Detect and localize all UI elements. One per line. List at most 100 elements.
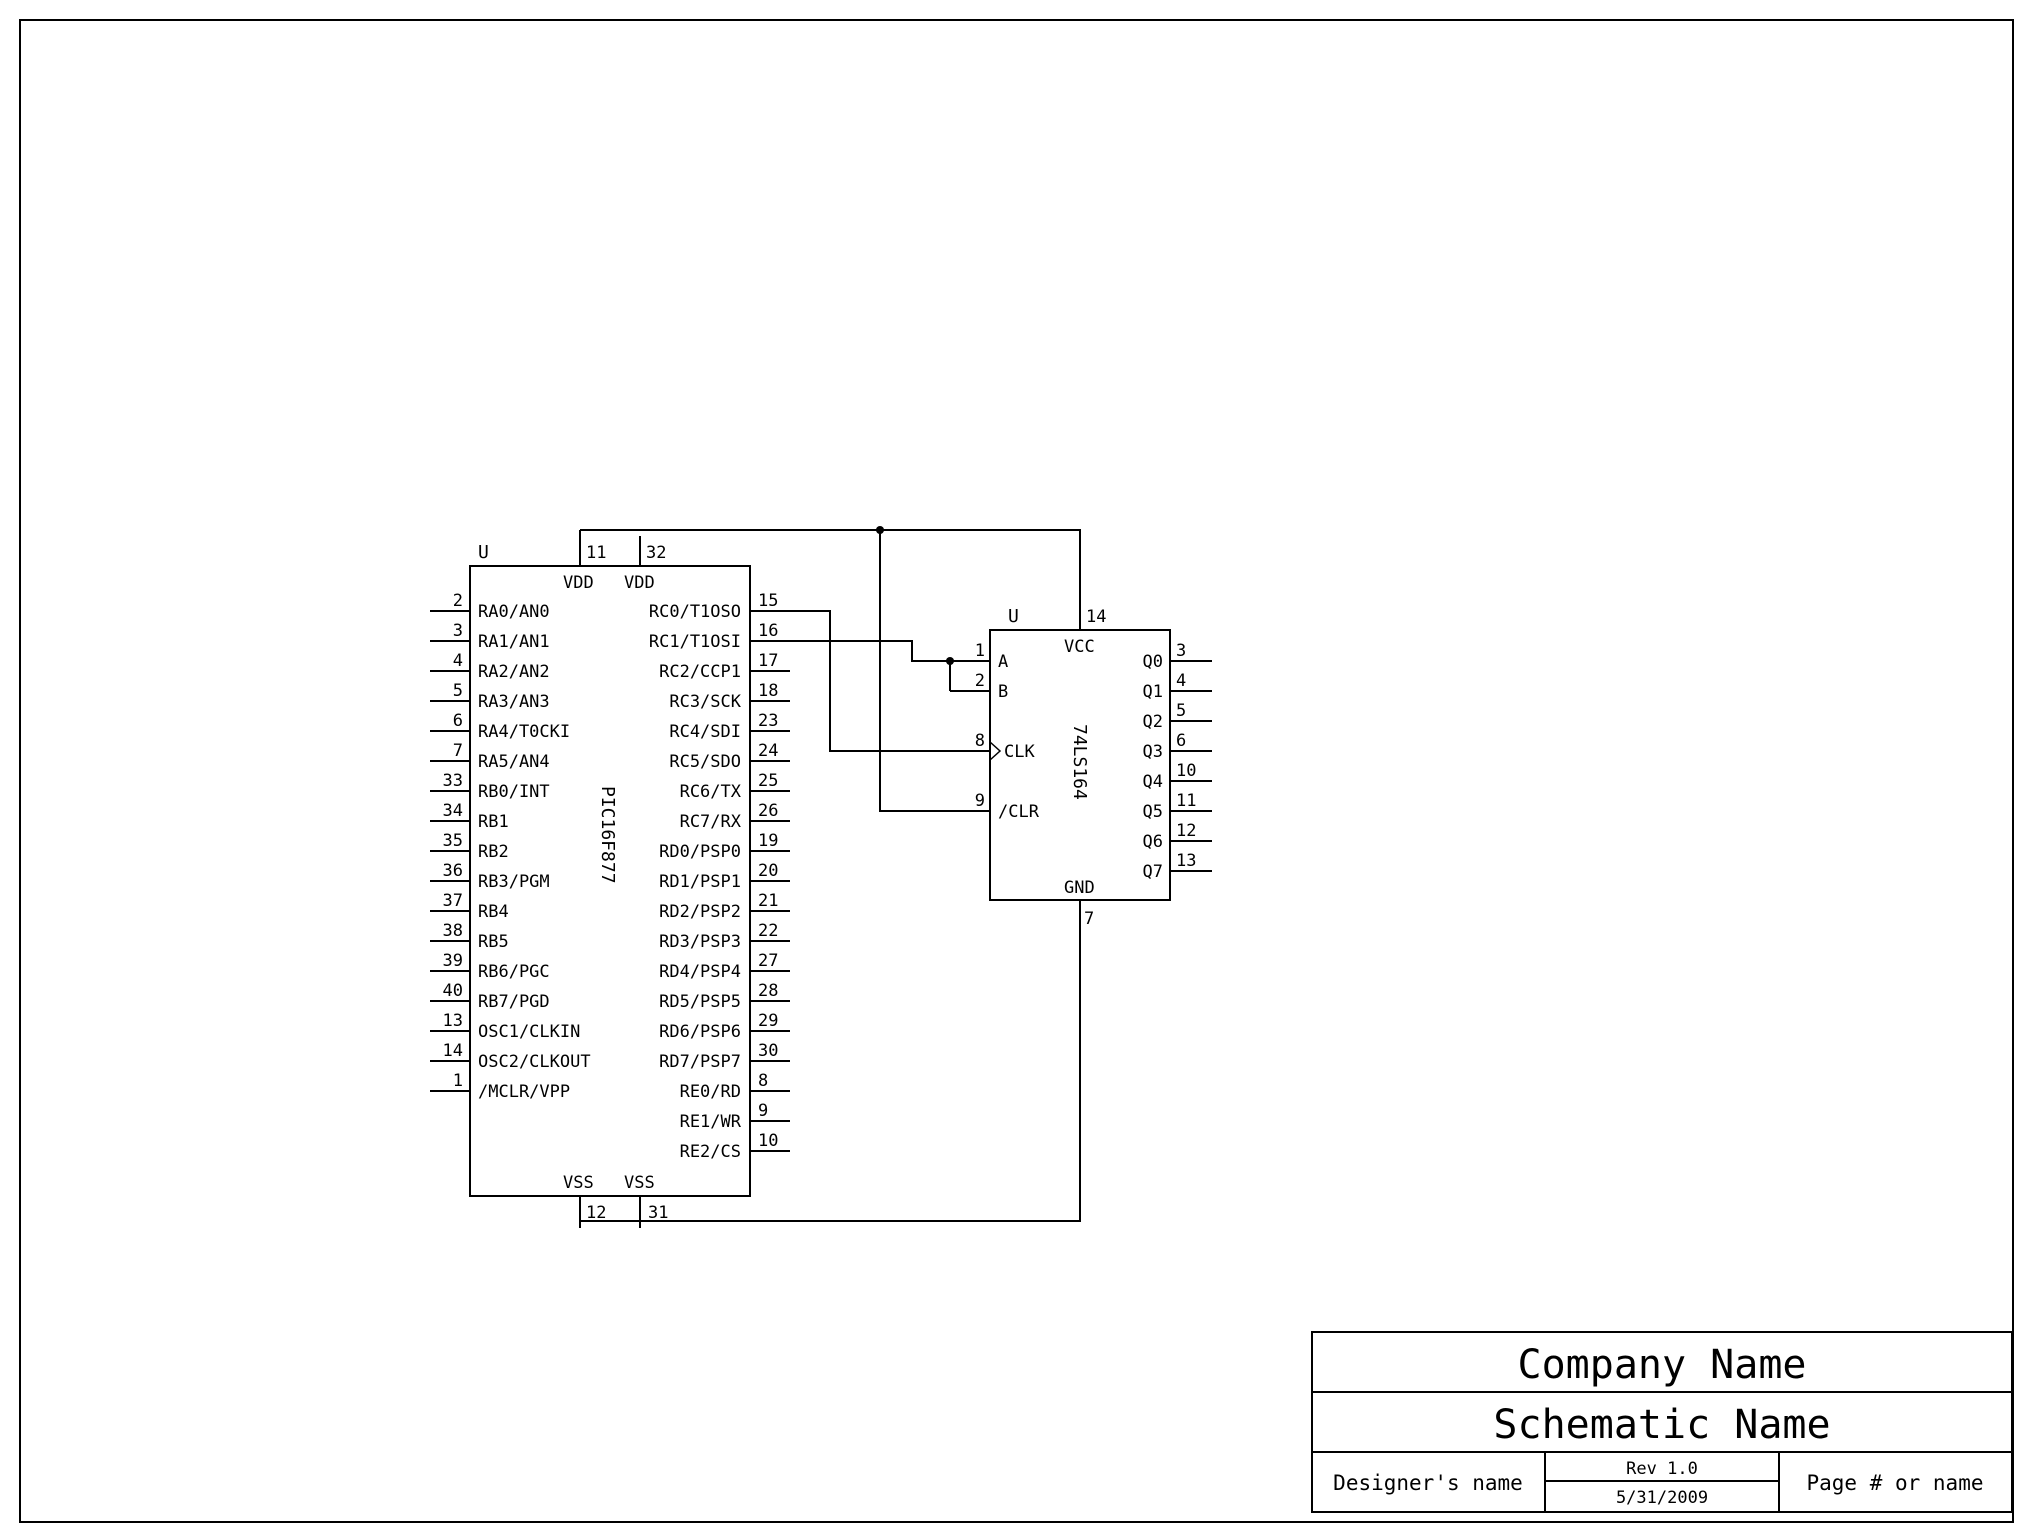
u2-pin-number: 10 <box>1176 761 1196 781</box>
u1-pin-label: RC5/SDO <box>669 752 741 772</box>
wire-vdd-rail <box>580 529 1081 600</box>
u1-pin-label: RA3/AN3 <box>478 692 550 712</box>
u2-gnd-label: GND <box>1064 878 1095 898</box>
u2-pin-number: 13 <box>1176 851 1196 871</box>
u2-pin-number: 11 <box>1176 791 1196 811</box>
u1-pin-label: RB0/INT <box>478 782 550 802</box>
u1-pin-label: RE0/RD <box>680 1082 741 1102</box>
u1-pin-label: RA2/AN2 <box>478 662 550 682</box>
u2-pin-label: Q1 <box>1143 682 1163 702</box>
u1-vss-label: VSS <box>624 1173 655 1193</box>
u2-pin-number: 6 <box>1176 731 1186 751</box>
u2-pin-number: 5 <box>1176 701 1186 721</box>
u2-pin-number: 3 <box>1176 641 1186 661</box>
u1-pin-label: RB2 <box>478 842 509 862</box>
u2-pin-label: Q0 <box>1143 652 1163 672</box>
u1-reference: U <box>478 542 489 563</box>
u2-pin-label: Q6 <box>1143 832 1163 852</box>
u2-pin-label: Q4 <box>1143 772 1163 792</box>
wire-rc0-to-clk <box>790 610 950 752</box>
designer-name: Designer's name <box>1333 1471 1523 1495</box>
u1-pin-number: 4 <box>453 651 463 671</box>
u1-pin-label: RB5 <box>478 932 509 952</box>
u2-pin-number: 8 <box>975 731 985 751</box>
u2-pin-number: 12 <box>1176 821 1196 841</box>
u2-pin-label: A <box>998 652 1008 672</box>
u1-pin-number: 34 <box>443 801 463 821</box>
u1-pin-label: RA5/AN4 <box>478 752 550 772</box>
u1-pin-label: RA1/AN1 <box>478 632 550 652</box>
u1-pin-number: 38 <box>443 921 463 941</box>
u1-pin-label: RC0/T1OSO <box>649 602 741 622</box>
u1-pin-label: RC7/RX <box>680 812 742 832</box>
u1-pin-number: 25 <box>758 771 778 791</box>
u2-pin-label: CLK <box>1004 742 1035 762</box>
u2-part-name: 74LS164 <box>1069 724 1090 800</box>
u1-pin-label: RE1/WR <box>680 1112 742 1132</box>
u1-pin-number: 3 <box>453 621 463 641</box>
u1-pin-label: RD6/PSP6 <box>659 1022 741 1042</box>
date: 5/31/2009 <box>1616 1488 1708 1508</box>
u1-pin-number: 16 <box>758 621 778 641</box>
clk-edge-symbol <box>989 741 1002 761</box>
u1-pin-number: 20 <box>758 861 778 881</box>
u1-pin-label: RB4 <box>478 902 509 922</box>
u1-pin-label: RE2/CS <box>680 1142 741 1162</box>
wire-rc1-to-a-b <box>790 640 950 662</box>
u2-vcc-label: VCC <box>1064 637 1095 657</box>
u2-pin-label: B <box>998 682 1008 702</box>
u2-reference: U <box>1008 606 1019 627</box>
u1-pin-number: 13 <box>443 1011 463 1031</box>
u1-vss-pin-number: 12 <box>586 1203 606 1223</box>
u1-part-name: PIC16F877 <box>597 786 618 884</box>
wire-vdd-to-clr <box>879 530 950 812</box>
u1-left-pins: 2RA0/AN03RA1/AN14RA2/AN25RA3/AN36RA4/T0C… <box>430 591 591 1102</box>
vdd-junction-dot <box>876 526 884 534</box>
u2-pin-label: Q2 <box>1143 712 1163 732</box>
a-b-junction-dot <box>946 657 954 665</box>
u1-vss-pin-number: 31 <box>648 1203 668 1223</box>
pic16f877-component[interactable]: U PIC16F877 2RA0/AN03RA1/AN14RA2/AN25RA3… <box>430 536 790 1228</box>
u1-vdd-pin-number: 32 <box>646 543 666 563</box>
wire-gnd-return <box>580 930 1081 1222</box>
u1-right-pins: 15RC0/T1OSO16RC1/T1OSI17RC2/CCP118RC3/SC… <box>649 591 790 1162</box>
u1-pin-number: 28 <box>758 981 778 1001</box>
u1-pin-number: 27 <box>758 951 778 971</box>
u2-pin-number: 4 <box>1176 671 1186 691</box>
u1-pin-number: 23 <box>758 711 778 731</box>
u1-pin-number: 8 <box>758 1071 768 1091</box>
u1-pin-label: RD5/PSP5 <box>659 992 741 1012</box>
u1-pin-label: RA4/T0CKI <box>478 722 570 742</box>
u1-pin-number: 7 <box>453 741 463 761</box>
u1-pin-number: 15 <box>758 591 778 611</box>
u1-pin-number: 17 <box>758 651 778 671</box>
wires <box>579 529 1081 1222</box>
u1-pin-number: 35 <box>443 831 463 851</box>
revision: Rev 1.0 <box>1626 1459 1698 1479</box>
u1-pin-number: 18 <box>758 681 778 701</box>
u1-vdd-pin-number: 11 <box>586 543 606 563</box>
u1-pin-number: 30 <box>758 1041 778 1061</box>
u1-pin-number: 36 <box>443 861 463 881</box>
u1-pin-label: RB1 <box>478 812 509 832</box>
u1-pin-label: OSC2/CLKOUT <box>478 1052 591 1072</box>
u2-pin-number: 1 <box>975 641 985 661</box>
u1-pin-number: 2 <box>453 591 463 611</box>
u1-pin-number: 1 <box>453 1071 463 1091</box>
u1-pin-number: 39 <box>443 951 463 971</box>
u2-pin-label: Q3 <box>1143 742 1163 762</box>
u2-pin-label: Q5 <box>1143 802 1163 822</box>
u2-pin-label: /CLR <box>998 802 1040 822</box>
u1-pin-label: RD0/PSP0 <box>659 842 741 862</box>
u1-pin-label: RC2/CCP1 <box>659 662 741 682</box>
company-name: Company Name <box>1518 1342 1807 1388</box>
u2-gnd-pin-number: 7 <box>1084 909 1094 929</box>
u1-vdd-label: VDD <box>624 573 655 593</box>
u1-pin-number: 22 <box>758 921 778 941</box>
u2-pin-number: 9 <box>975 791 985 811</box>
u1-pin-label: OSC1/CLKIN <box>478 1022 580 1042</box>
